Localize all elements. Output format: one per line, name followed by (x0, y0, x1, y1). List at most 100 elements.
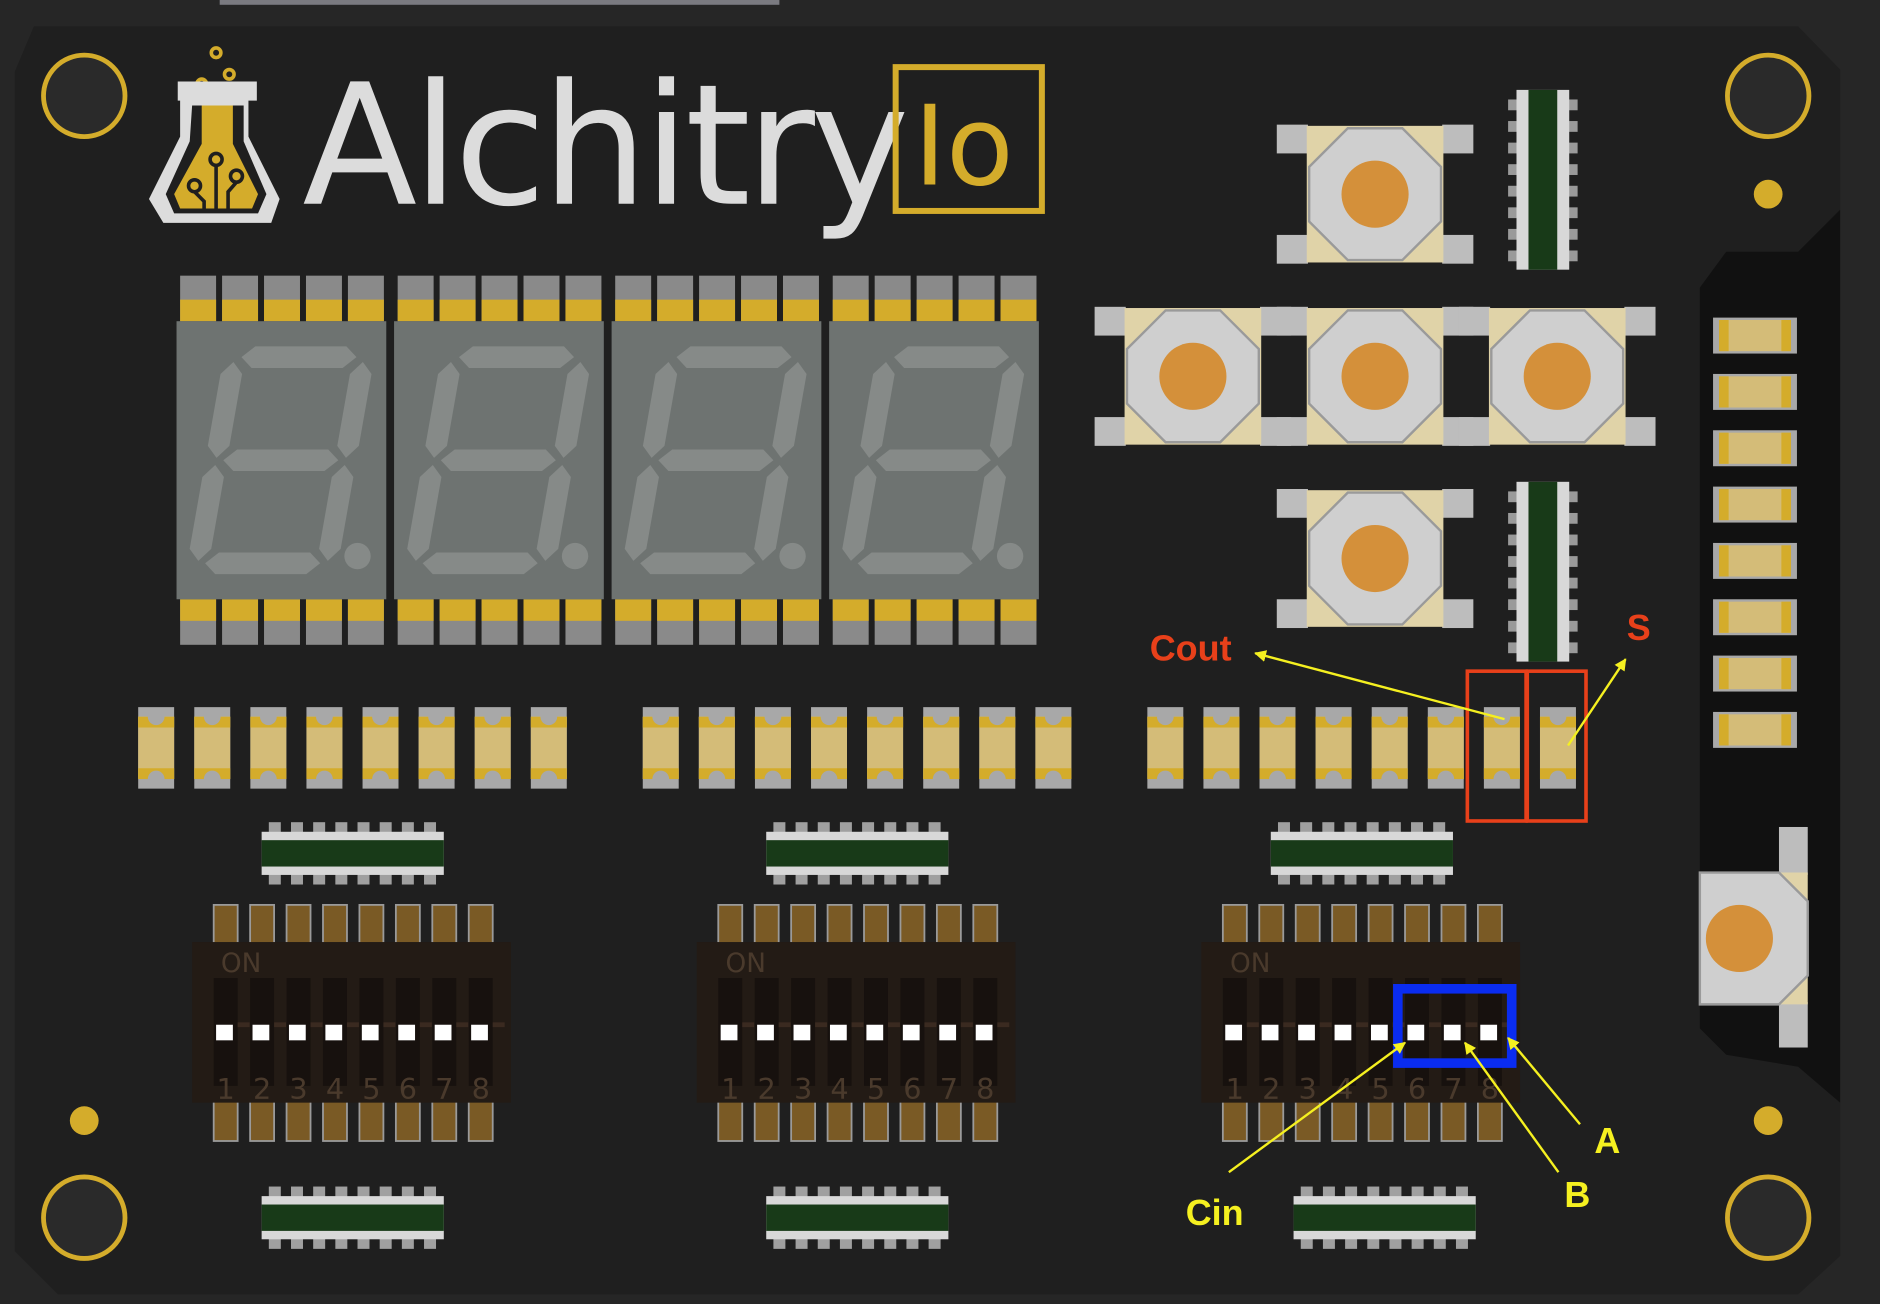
model-badge-frame (892, 64, 1045, 214)
led (418, 707, 455, 789)
dip-toggle[interactable] (1334, 1024, 1352, 1041)
led (642, 707, 679, 789)
dip-pin (790, 1099, 817, 1142)
resistor-array (1270, 822, 1453, 885)
segment (536, 465, 571, 561)
dip-toggle[interactable] (1261, 1024, 1279, 1041)
dip-number: 7 (940, 1072, 958, 1106)
dip-toggle[interactable] (434, 1024, 452, 1041)
led (306, 707, 343, 789)
connector-pad (1713, 486, 1797, 523)
pad-body (1719, 601, 1791, 633)
dip-pin (431, 1099, 458, 1142)
button-tab (1442, 124, 1474, 154)
led (979, 707, 1016, 789)
display-pin-pad (347, 299, 384, 322)
dip-divider (778, 1022, 791, 1028)
led (1427, 707, 1464, 789)
led-notch (1325, 708, 1342, 726)
dip-pin (394, 1099, 421, 1142)
dip-number: 2 (1262, 1072, 1280, 1106)
connector-pad (1713, 317, 1797, 354)
led-notch (540, 770, 558, 788)
dip-pin (753, 903, 780, 947)
display-pin-pad (523, 299, 560, 322)
dip-on-label: ON (221, 949, 261, 979)
led-notch (540, 708, 558, 726)
dip-divider (815, 1022, 828, 1028)
led (194, 707, 231, 789)
dip-toggle[interactable] (793, 1024, 811, 1041)
dip-toggle[interactable] (288, 1024, 306, 1041)
led (811, 707, 847, 789)
segment (223, 449, 339, 472)
pad-end (1719, 320, 1729, 352)
dip-toggle[interactable] (720, 1024, 738, 1041)
dip-toggle[interactable] (216, 1024, 233, 1041)
display-pin-pad (565, 299, 602, 322)
led (1315, 707, 1352, 789)
dip-toggle[interactable] (902, 1024, 920, 1041)
led-notch (259, 770, 277, 788)
dip-pin (1331, 1099, 1358, 1142)
display-pin-pad (832, 599, 869, 621)
mounting-hole (1725, 52, 1812, 140)
dip-toggle[interactable] (975, 1024, 993, 1041)
dip-toggle[interactable] (398, 1024, 416, 1041)
pad-end (1781, 657, 1791, 690)
label-cout: Cout (1150, 627, 1232, 668)
s-led-highlight (1525, 669, 1588, 823)
dip-divider (924, 1022, 937, 1028)
pad-body (1719, 376, 1791, 408)
display-pin-pad (481, 299, 518, 322)
dip-pin (863, 1099, 889, 1142)
dip-toggle[interactable] (1298, 1024, 1315, 1041)
pad-end (1781, 432, 1791, 464)
dip-pin (322, 1099, 348, 1142)
dip-toggle[interactable] (1407, 1024, 1425, 1041)
led-notch (764, 708, 782, 726)
button-tab (1276, 417, 1308, 446)
top-scroll-indicator (219, 0, 780, 5)
segment (337, 361, 372, 458)
pad-end (1719, 432, 1729, 464)
button-right (1458, 306, 1656, 446)
pad-end (1781, 545, 1791, 577)
dip-divider (1246, 1022, 1259, 1028)
display-pin-pad (699, 599, 736, 621)
pad-end (1719, 489, 1729, 521)
pad-body (1719, 657, 1791, 690)
dip-pin (431, 903, 458, 947)
led-notch (1044, 770, 1062, 788)
dip-divider (346, 1022, 359, 1028)
button-up (1276, 124, 1474, 264)
button-tab (1778, 826, 1808, 875)
dip-toggle[interactable] (1370, 1024, 1388, 1041)
dip-toggle[interactable] (1225, 1024, 1243, 1041)
dip-toggle[interactable] (1443, 1024, 1461, 1041)
pad-end (1719, 376, 1729, 408)
dip-toggle[interactable] (325, 1024, 343, 1041)
dip-toggle[interactable] (829, 1024, 847, 1041)
dip-toggle[interactable] (1480, 1024, 1498, 1041)
dip-pin (1404, 1099, 1430, 1142)
button-tab (1276, 306, 1308, 336)
dip-pin (1331, 903, 1358, 947)
dip-toggle[interactable] (757, 1024, 774, 1041)
dip-toggle[interactable] (866, 1024, 884, 1041)
dip-toggle[interactable] (361, 1024, 379, 1041)
led-notch (1549, 708, 1567, 726)
led (138, 707, 175, 789)
dip-toggle[interactable] (471, 1024, 488, 1041)
dip-toggle[interactable] (252, 1024, 270, 1041)
button-down (1276, 489, 1474, 629)
dip-pin (1294, 903, 1321, 947)
dip-toggle[interactable] (939, 1024, 957, 1041)
display-pin-pad (180, 299, 217, 322)
led (474, 707, 511, 789)
alchitry-logo: Alchitry Io (148, 46, 1045, 244)
dip-divider (1465, 1022, 1478, 1028)
resistor-core (766, 840, 949, 867)
